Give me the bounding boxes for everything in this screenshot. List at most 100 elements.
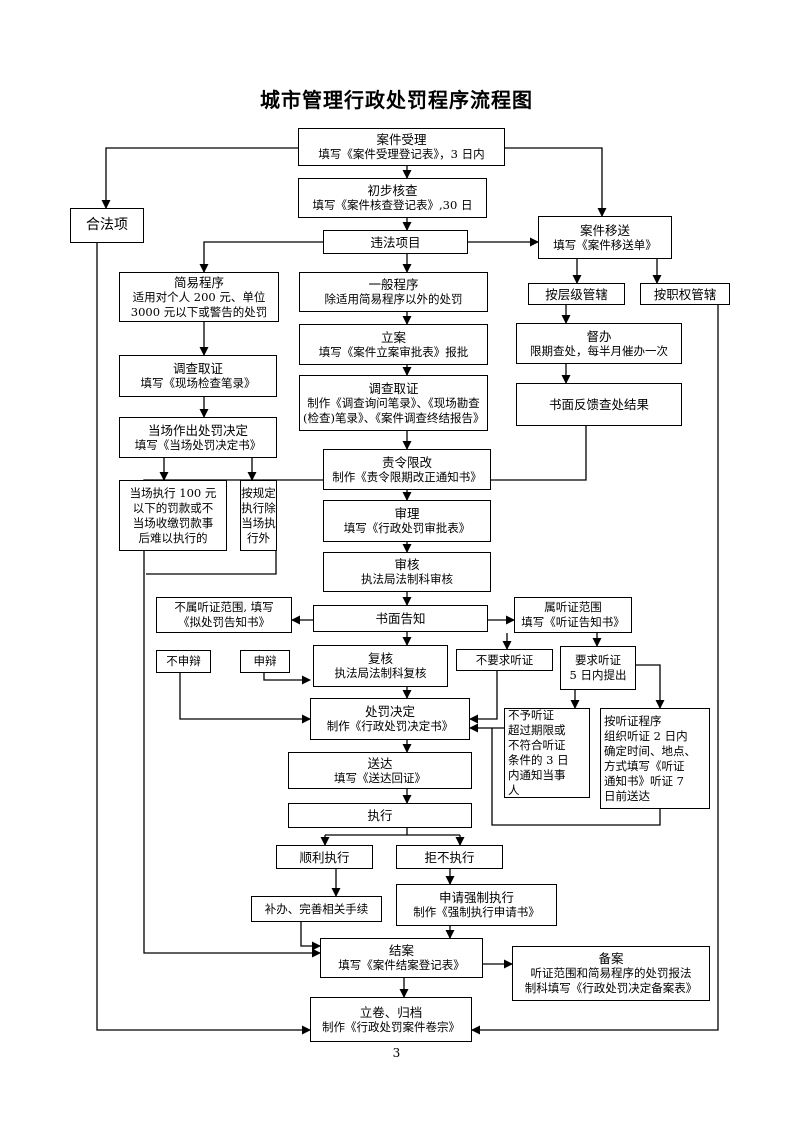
- node-case-accept: 案件受理 填写《案件受理登记表》，3 日内: [298, 128, 505, 166]
- node-line: 确定时间、地点、: [604, 743, 696, 758]
- node-line: 制作《调查询问笔录》、《现场勘查: [307, 395, 480, 410]
- node-line: 填写《案件结案登记表》: [338, 958, 465, 972]
- node-line: 补办、完善相关手续: [264, 901, 369, 916]
- node-by-authority: 按职权管辖: [640, 283, 730, 305]
- node-line: 初步核查: [367, 183, 418, 198]
- node-line: 执行除: [241, 500, 276, 515]
- node-line: 填写《听证告知书》: [521, 615, 625, 629]
- node-line: 填写《案件核查登记表》,30 日: [312, 198, 473, 212]
- node-line: 按规定: [241, 485, 276, 500]
- node-no-hearing-request: 不要求听证: [456, 649, 553, 671]
- node-per-rules: 按规定 执行除 当场执 行外: [240, 480, 277, 551]
- node-line: 审核: [394, 557, 420, 572]
- node-line: 人: [508, 783, 520, 797]
- node-general-procedure: 一般程序 除适用简易程序以外的处罚: [299, 272, 488, 312]
- node-written-feedback: 书面反馈查处结果: [516, 383, 682, 426]
- node-line: 后难以执行的: [138, 530, 208, 545]
- node-audit: 审核 执法局法制科审核: [323, 552, 491, 592]
- node-investigate-general: 调查取证 制作《调查询问笔录》、《现场勘查 (检查)笔录》、《案件调查终结报告》: [299, 375, 488, 431]
- node-line: 限期查处，每半月催办一次: [530, 343, 668, 358]
- node-hearing-denied: 不予听证 超过期限或 不符合听证 条件的 3 日 内通知当事 人: [504, 708, 590, 798]
- node-line: 按听证程序: [604, 713, 662, 728]
- node-line: 填写《案件立案审批表》报批: [318, 344, 469, 359]
- node-no-defense: 不申辩: [156, 650, 211, 673]
- node-line: 5 日内提出: [569, 668, 627, 682]
- node-line: 合法项: [86, 217, 128, 233]
- node-line: 处罚决定: [364, 704, 415, 719]
- page-title: 城市管理行政处罚程序流程图: [260, 88, 533, 112]
- node-line: 要求听证: [575, 653, 621, 667]
- node-written-notice: 书面告知: [313, 605, 488, 632]
- node-line: 顺利执行: [299, 849, 350, 865]
- node-line: 填写《案件受理登记表》，3 日内: [318, 147, 485, 161]
- node-line: 送达: [367, 755, 393, 771]
- node-line: 《拟处罚告知书》: [178, 615, 270, 629]
- node-smooth-execute: 顺利执行: [276, 845, 373, 869]
- node-simple-procedure: 简易程序 适用对个人 200 元、单位 3000 元以下或警告的处罚: [119, 272, 279, 322]
- node-line: 填写《当场处罚决定书》: [134, 437, 262, 452]
- node-line: 调查取证: [172, 361, 223, 376]
- node-line: 简易程序: [173, 274, 224, 290]
- node-line: 案件受理: [376, 132, 427, 147]
- node-line: 备案: [598, 951, 624, 966]
- node-line: 责令限改: [381, 454, 432, 470]
- node-line: 填写《现场检查笔录》: [140, 376, 256, 390]
- node-line: 不属听证范围, 填写: [174, 600, 274, 614]
- node-recheck: 复核 执法局法制科复核: [313, 645, 448, 687]
- node-line: 制科填写《行政处罚决定备案表》: [524, 981, 698, 995]
- node-line: 违法项目: [370, 234, 421, 250]
- node-archive: 立卷、归档 制作《行政处罚案件卷宗》: [310, 997, 472, 1042]
- node-line: 立卷、归档: [359, 1004, 423, 1020]
- node-line: (检查)笔录》、《案件调查终结报告》: [303, 410, 485, 425]
- node-line: 执行: [367, 808, 393, 823]
- node-investigate-simple: 调查取证 填写《现场检查笔录》: [119, 355, 277, 397]
- node-line: 制作《强制执行申请书》: [413, 905, 540, 919]
- node-line: 制作《行政处罚案件卷宗》: [322, 1019, 460, 1034]
- node-by-level: 按层级管辖: [528, 283, 625, 305]
- node-penalty-decision: 处罚决定 制作《行政处罚决定书》: [310, 698, 470, 740]
- node-line: 当场收缴罚款事: [132, 515, 214, 530]
- node-line: 不符合听证: [508, 738, 566, 752]
- node-line: 不申辩: [166, 654, 201, 668]
- node-line: 拒不执行: [424, 849, 475, 865]
- node-line: 制作《责令限期改正通知书》: [332, 469, 482, 484]
- node-review: 审理 填写《行政处罚审批表》: [323, 500, 491, 542]
- node-line: 调查取证: [368, 380, 419, 396]
- node-case-transfer: 案件移送 填写《案件移送单》: [538, 216, 672, 259]
- node-supervise: 督办 限期查处，每半月催办一次: [516, 323, 682, 364]
- node-line: 属听证范围: [544, 600, 602, 614]
- node-line: 内通知当事: [508, 768, 566, 782]
- node-line: 执法局法制科审核: [361, 572, 453, 586]
- node-line: 填写《送达回证》: [334, 770, 426, 785]
- node-line: 当场作出处罚决定: [147, 422, 248, 438]
- node-line: 填写《案件移送单》: [553, 237, 657, 252]
- node-line: 申辩: [253, 654, 277, 668]
- node-line: 条件的 3 日: [508, 753, 569, 767]
- node-line: 不予听证: [508, 708, 554, 722]
- node-request-hearing: 要求听证 5 日内提出: [560, 646, 636, 690]
- page-number: 3: [392, 1046, 401, 1060]
- node-line: 以下的罚款或不: [132, 500, 214, 515]
- node-line: 行外: [247, 530, 270, 545]
- node-line: 除适用简易程序以外的处罚: [324, 292, 463, 306]
- node-defense: 申辩: [240, 650, 290, 673]
- node-line: 超过期限或: [508, 723, 566, 737]
- node-line: 组织听证 2 日内: [604, 728, 688, 743]
- node-line: 适用对个人 200 元、单位: [132, 289, 266, 304]
- node-supplement: 补办、完善相关手续: [251, 896, 382, 922]
- node-record: 备案 听证范围和简易程序的处罚报法 制科填写《行政处罚决定备案表》: [512, 946, 710, 1001]
- node-execute: 执行: [288, 803, 472, 828]
- node-order-correct: 责令限改 制作《责令限期改正通知书》: [323, 449, 491, 490]
- node-close-case: 结案 填写《案件结案登记表》: [320, 938, 483, 978]
- node-line: 执法局法制科复核: [334, 666, 427, 680]
- node-line: 按层级管辖: [545, 286, 608, 302]
- node-onsite-execute: 当场执行 100 元 以下的罚款或不 当场收缴罚款事 后难以执行的: [119, 480, 227, 551]
- node-line: 当场执: [241, 515, 276, 530]
- node-line: 不要求听证: [475, 652, 534, 667]
- node-hearing-procedure: 按听证程序 组织听证 2 日内 确定时间、地点、 方式填写《听证 通知书》听证 …: [600, 708, 710, 809]
- node-line: 申请强制执行: [438, 890, 514, 905]
- node-not-hearing-scope: 不属听证范围, 填写 《拟处罚告知书》: [156, 597, 292, 633]
- node-initial-check: 初步核查 填写《案件核查登记表》,30 日: [298, 178, 487, 218]
- node-legal-item: 合法项: [70, 208, 144, 243]
